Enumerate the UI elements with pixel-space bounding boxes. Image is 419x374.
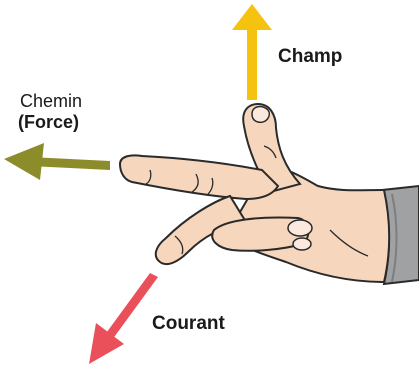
little-nail (293, 238, 311, 250)
force-arrow (4, 143, 110, 180)
champ-arrow (232, 4, 272, 100)
thumb-nail (252, 107, 269, 123)
force-label: (Force) (18, 113, 79, 132)
hand (120, 104, 389, 282)
champ-label: Champ (278, 46, 342, 68)
chemin-label: Chemin (20, 92, 82, 111)
ring-nail (288, 220, 312, 236)
courant-label: Courant (152, 313, 225, 335)
courant-arrow (89, 273, 158, 364)
